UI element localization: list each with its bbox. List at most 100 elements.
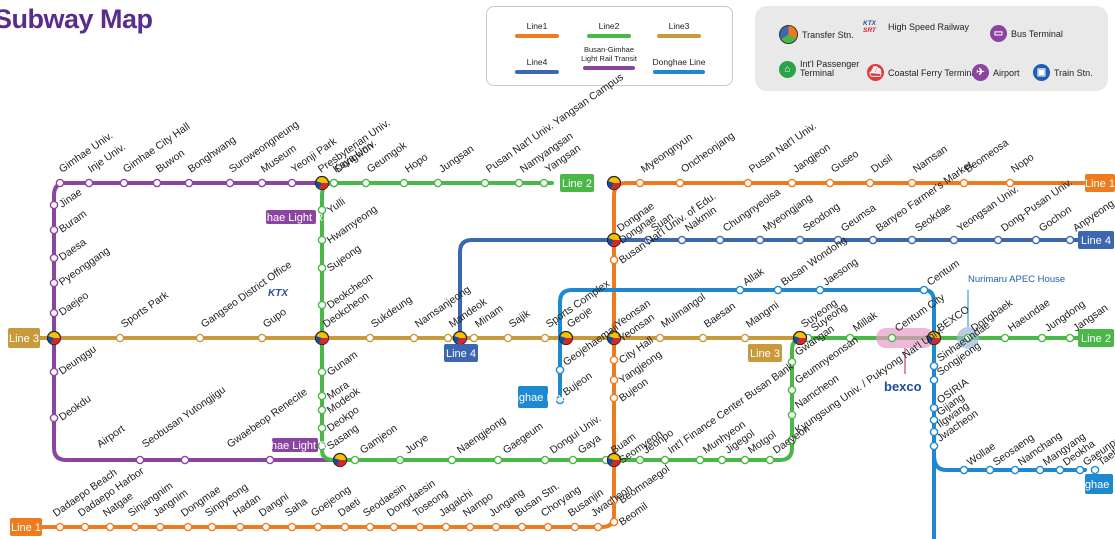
station-dot-deokdu[interactable] bbox=[49, 413, 59, 423]
station-baesan[interactable]: Baesan bbox=[702, 300, 738, 330]
station-namsan[interactable]: Namsan bbox=[911, 143, 950, 175]
station-dot-modeok[interactable] bbox=[317, 405, 327, 415]
station-dot-busan-wondong[interactable] bbox=[773, 285, 783, 295]
station-dot-seodong[interactable] bbox=[795, 235, 805, 245]
station-dot-pyeonggang[interactable] bbox=[49, 278, 59, 288]
station-sajik[interactable]: Sajik bbox=[507, 307, 533, 330]
station-wollae[interactable]: Wollae bbox=[965, 440, 998, 468]
station-dot-osiria[interactable] bbox=[929, 403, 939, 413]
station-dot-mangyang[interactable] bbox=[1035, 465, 1045, 475]
transfer-station[interactable] bbox=[314, 175, 330, 191]
station-dot-jwacheon[interactable] bbox=[593, 522, 603, 532]
station-dot-mulmangol[interactable] bbox=[655, 333, 665, 343]
station-dot-dong-pusan-univ[interactable] bbox=[993, 235, 1003, 245]
station-jangjeon[interactable]: Jangjeon bbox=[791, 141, 833, 175]
station-dot-busanjin[interactable] bbox=[570, 522, 580, 532]
station-dot-namsan[interactable] bbox=[907, 178, 917, 188]
station-dot-daejeo[interactable] bbox=[49, 308, 59, 318]
station-dot-bujeon[interactable] bbox=[609, 393, 619, 403]
station-jurye[interactable]: Jurye bbox=[403, 432, 431, 457]
station-dot-myeongjang[interactable] bbox=[755, 235, 765, 245]
station-dot-busan-stn[interactable] bbox=[517, 522, 527, 532]
station-dot-daeyeon[interactable] bbox=[765, 455, 775, 465]
station-dot-jurye[interactable] bbox=[395, 455, 405, 465]
station-dot-deokha[interactable] bbox=[1055, 465, 1065, 475]
station-dot-dongdaesin[interactable] bbox=[389, 522, 399, 532]
station-dot-bujeon[interactable] bbox=[555, 395, 565, 405]
station-dot-jangnim[interactable] bbox=[155, 522, 165, 532]
station-dot-beomeosa[interactable] bbox=[959, 178, 969, 188]
station-dot-mandeok[interactable] bbox=[443, 333, 453, 343]
station-dot-buram[interactable] bbox=[49, 225, 59, 235]
station-dot-nopo[interactable] bbox=[1005, 178, 1015, 188]
station-dot-pusan-nat-l-univ[interactable] bbox=[743, 178, 753, 188]
station-dot-dusil[interactable] bbox=[865, 178, 875, 188]
station-dot-jungsan[interactable] bbox=[433, 178, 443, 188]
station-hopo[interactable]: Hopo bbox=[403, 151, 431, 175]
station-dot-deunggu[interactable] bbox=[49, 367, 59, 377]
station-dot-daeti[interactable] bbox=[340, 522, 350, 532]
station-dot-yeonji-park[interactable] bbox=[287, 178, 297, 188]
station-dot-gaeunpo[interactable] bbox=[1075, 465, 1085, 475]
station-dot-naengjeong[interactable] bbox=[447, 455, 457, 465]
station-dot-seosaeng[interactable] bbox=[985, 465, 995, 475]
station-dot-toseong[interactable] bbox=[415, 522, 425, 532]
station-dot-gaegeum[interactable] bbox=[493, 455, 503, 465]
station-dot-seodaesin[interactable] bbox=[365, 522, 375, 532]
station-sujeong[interactable]: Sujeong bbox=[325, 242, 364, 274]
station-dot-namsanjeong[interactable] bbox=[409, 333, 419, 343]
station-dot-museum[interactable] bbox=[257, 178, 267, 188]
station-dot-sports-park[interactable] bbox=[115, 333, 125, 343]
station-dot-dongwon[interactable] bbox=[329, 178, 339, 188]
station-dot-wollae[interactable] bbox=[959, 465, 969, 475]
station-dot-taehwagang[interactable] bbox=[1090, 465, 1100, 475]
station-dot-anpyeong[interactable] bbox=[1065, 235, 1075, 245]
station-dot-inje-univ[interactable] bbox=[84, 178, 94, 188]
station-seobusan-yutongjigu[interactable]: Seobusan Yutongjigu bbox=[140, 384, 228, 451]
transfer-station[interactable] bbox=[314, 330, 330, 346]
transfer-station[interactable] bbox=[926, 330, 942, 346]
station-jinae[interactable]: Jinae bbox=[57, 186, 85, 210]
station-deokdu[interactable]: Deokdu bbox=[57, 393, 94, 424]
station-dot-ilgwang[interactable] bbox=[929, 427, 939, 437]
station-dot-sports-complex[interactable] bbox=[540, 333, 550, 343]
station-gunam[interactable]: Gunam bbox=[325, 349, 360, 379]
station-dot-natgae[interactable] bbox=[105, 522, 115, 532]
station-buram[interactable]: Buram bbox=[57, 208, 89, 236]
station-dot-goejeong[interactable] bbox=[313, 522, 323, 532]
transfer-station[interactable] bbox=[332, 452, 348, 468]
station-dot-nampo[interactable] bbox=[465, 522, 475, 532]
station-dot-dongui-univ[interactable] bbox=[540, 455, 550, 465]
station-mangmi[interactable]: Mangmi bbox=[744, 299, 781, 330]
station-dot-baesan[interactable] bbox=[698, 333, 708, 343]
station-dot-kyungsung-univ-pukyong-nat-l-univ[interactable] bbox=[787, 435, 797, 445]
station-naengjeong[interactable]: Naengjeong bbox=[455, 414, 508, 456]
station-dot-jangjeon[interactable] bbox=[787, 178, 797, 188]
station-dot-sukdeung[interactable] bbox=[365, 333, 375, 343]
station-dot-geumsa[interactable] bbox=[833, 235, 843, 245]
station-dot-geumgok[interactable] bbox=[361, 178, 371, 188]
station-dot-jinae[interactable] bbox=[49, 200, 59, 210]
transfer-station[interactable] bbox=[606, 452, 622, 468]
station-beomeosa[interactable]: Beomeosa bbox=[963, 137, 1011, 176]
station-dot-beomil[interactable] bbox=[609, 517, 619, 527]
station-dot-sujeong[interactable] bbox=[317, 263, 327, 273]
station-dot-centum[interactable] bbox=[919, 285, 929, 295]
station-nopo[interactable]: Nopo bbox=[1009, 151, 1037, 175]
transfer-station[interactable] bbox=[558, 330, 574, 346]
station-dot-yangsan[interactable] bbox=[539, 178, 549, 188]
station-dot-dadaepo-beach[interactable] bbox=[55, 522, 65, 532]
station-dot-gaya[interactable] bbox=[568, 455, 578, 465]
station-geumsa[interactable]: Geumsa bbox=[839, 202, 879, 235]
station-dot-geumnyeonsan[interactable] bbox=[787, 385, 797, 395]
station-dot-guseo[interactable] bbox=[825, 178, 835, 188]
station-bujeon[interactable]: Bujeon bbox=[561, 370, 595, 399]
station-mulmangol[interactable]: Mulmangol bbox=[659, 291, 708, 330]
station-dot-mangmi[interactable] bbox=[740, 333, 750, 343]
station-dot-allak[interactable] bbox=[735, 285, 745, 295]
station-dot-munhyeon[interactable] bbox=[695, 455, 705, 465]
station-allak[interactable]: Allak bbox=[741, 265, 767, 288]
station-dot-hadan[interactable] bbox=[235, 522, 245, 532]
station-dot-sinpyeong[interactable] bbox=[207, 522, 217, 532]
station-dot-yangjeong[interactable] bbox=[609, 375, 619, 385]
